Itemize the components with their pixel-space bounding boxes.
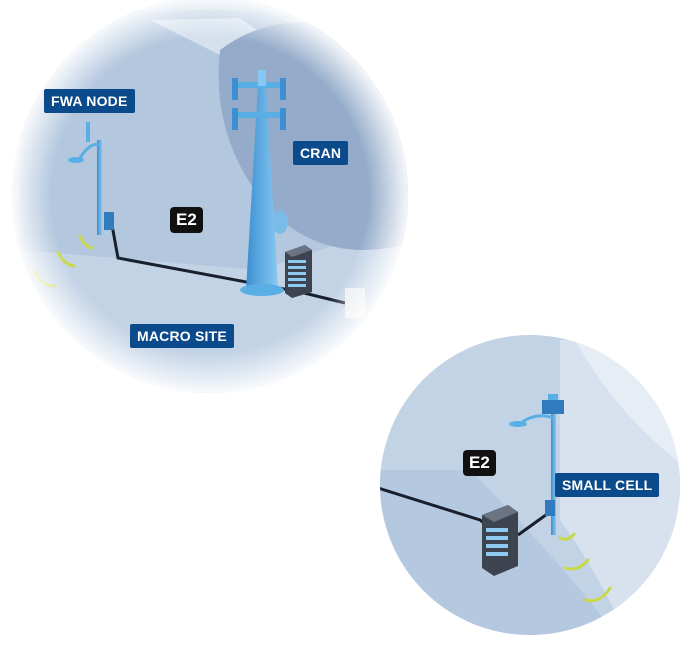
small-cell-label: SMALL CELL <box>555 473 660 497</box>
small-cell-scene <box>380 335 680 635</box>
fwa-node-label: FWA NODE <box>44 89 135 113</box>
small-rack-cable <box>517 510 551 537</box>
e2-small-badge: E2 <box>463 450 496 476</box>
macro-site-label: MACRO SITE <box>130 324 234 348</box>
macro-site-scene <box>12 0 408 393</box>
server-rack-icon <box>482 505 518 576</box>
street-light-pole-icon <box>509 394 564 535</box>
e2-macro-badge: E2 <box>170 207 203 233</box>
signal-arc-icon <box>558 532 612 603</box>
cran-label: CRAN <box>293 141 349 165</box>
